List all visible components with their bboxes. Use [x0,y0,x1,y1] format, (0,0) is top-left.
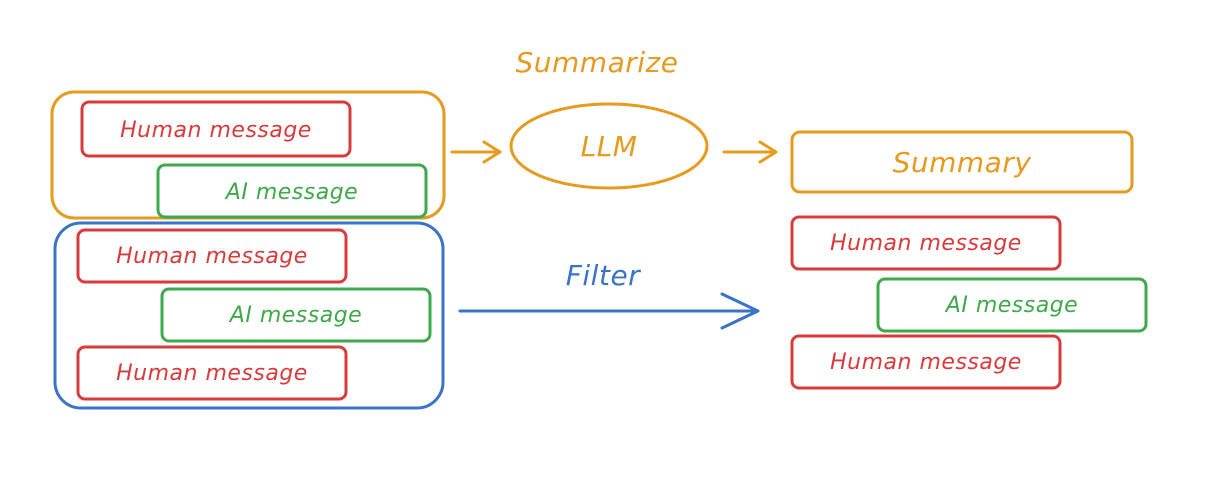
summarize-group: Human message AI message [50,90,446,220]
human-message-box: Human message [80,100,352,158]
human-message-label: Human message [830,350,1022,375]
filter-arrow [458,292,760,330]
human-message-label: Human message [116,244,308,269]
human-message-box: Human message [790,334,1062,390]
summarize-label: Summarize [516,46,679,79]
ai-message-label: AI message [944,293,1078,318]
human-message-label: Human message [116,361,308,386]
arrow-to-llm [450,140,502,164]
human-message-box: Human message [76,228,348,284]
llm-label: LLM [581,130,638,163]
summary-label: Summary [893,146,1032,179]
ai-message-box: AI message [156,163,428,219]
filter-group-frame [53,221,445,410]
ai-message-box: AI message [160,287,432,343]
llm-node: LLM [509,102,709,190]
human-message-box: Human message [76,345,348,401]
human-message-label: Human message [120,118,312,143]
ai-message-label: AI message [224,180,358,205]
summary-box: Summary [790,130,1134,194]
filter-group: Human message AI message Human message [53,221,445,410]
human-message-label: Human message [830,231,1022,256]
ai-message-label: AI message [228,303,362,328]
arrow-to-summary [722,140,778,164]
human-message-box: Human message [790,215,1062,271]
ai-message-box: AI message [876,277,1148,333]
filter-label: Filter [566,259,641,292]
